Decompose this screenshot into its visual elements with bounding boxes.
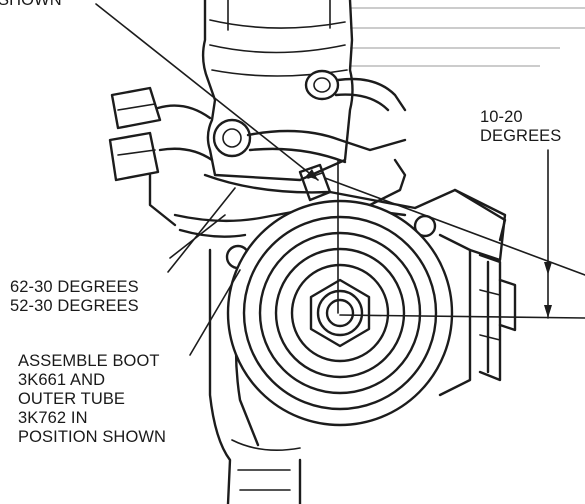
assembly-note: ASSEMBLE BOOT 3K661 AND OUTER TUBE 3K762…: [18, 352, 166, 447]
assembly-note-line-4: 3K762 IN: [18, 409, 88, 427]
angles-label: 62-30 DEGREES 52-30 DEGREES: [10, 278, 139, 316]
angle-62-30: 62-30 DEGREES: [10, 278, 139, 296]
angle-range-label: 10-20 DEGREES: [480, 108, 561, 146]
valve-housing: [108, 0, 407, 227]
assembly-note-line-3: OUTER TUBE: [18, 390, 126, 408]
assembly-note-line-2: 3K661 AND: [18, 371, 106, 389]
shown-label-partial: SHOWN: [0, 0, 62, 9]
assembly-note-line-5: POSITION SHOWN: [18, 428, 167, 446]
background-ghost-lines: [350, 7, 585, 67]
pinion-coil-assembly: [226, 199, 454, 427]
leader-lines: [95, 3, 585, 356]
angle-range-line-1: 10-20: [480, 108, 523, 126]
assembly-note-line-1: ASSEMBLE BOOT: [18, 352, 160, 370]
angle-range-line-2: DEGREES: [480, 127, 562, 145]
angle-52-30: 52-30 DEGREES: [10, 297, 139, 315]
